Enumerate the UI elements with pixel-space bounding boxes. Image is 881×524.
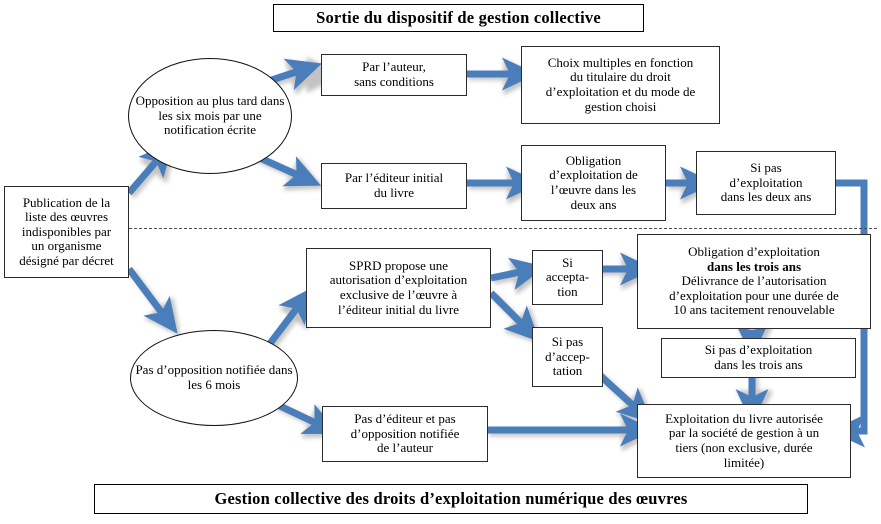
line: accepta- [545, 269, 590, 285]
line: liste des œuvres [24, 209, 109, 225]
line: Pas [135, 362, 154, 378]
line: d’opposition notifiée [350, 425, 460, 441]
line: indisponibles par [21, 223, 112, 239]
line: Exploitation du livre autorisée [665, 410, 823, 426]
node-choix-multiples[interactable]: Choix multiples en fonction du titulaire… [521, 46, 720, 124]
line: d’opposition [156, 362, 223, 378]
line: dans les deux ans [720, 189, 812, 205]
line: d’exploitation [729, 174, 803, 190]
line: gestion choisi [584, 98, 657, 114]
line: par la société de gestion à un [668, 425, 820, 441]
line: sans conditions [354, 74, 434, 89]
edge-sprd-to-si-acceptation [490, 257, 546, 290]
node-par-auteur[interactable]: Par l’auteur, sans conditions [321, 54, 467, 96]
node-par-editeur[interactable]: Par l’éditeur initial du livre [321, 163, 467, 209]
line: d’exploitation et du mode de [545, 84, 696, 99]
node-exploitation-tiers[interactable]: Exploitation du livre autorisée par la s… [637, 404, 851, 478]
line: un organisme [31, 238, 102, 254]
line: Si pas d’exploitation [704, 342, 813, 358]
node-si-pas-acceptation[interactable]: Si pas d’accep- tation [532, 327, 603, 387]
node-si-pas-exploitation-deux-ans[interactable]: Si pas d’exploitation dans les deux ans [696, 151, 836, 215]
line: du titulaire du droit [570, 69, 671, 85]
line: notifiée dans les [187, 362, 293, 392]
section-divider [4, 228, 877, 229]
line: du livre [373, 185, 415, 200]
edge-sprd-to-si-pas-acceptation [488, 290, 540, 342]
bottom-title-banner: Gestion collective des droits d’exploita… [94, 484, 808, 514]
node-si-pas-exploitation-trois-ans[interactable]: Si pas d’exploitation dans les trois ans [661, 338, 856, 378]
line: Obligation d’exploitation [688, 244, 820, 260]
node-obligation-deux-ans[interactable]: Obligation d’exploitation de l’œuvre dan… [521, 145, 666, 221]
node-obligation-trois-ans[interactable]: Obligation d’exploitation dans les trois… [637, 234, 871, 329]
line: Publication de la [22, 194, 111, 210]
line: Choix multiples en fonction [547, 54, 694, 70]
line-bold: dans les trois ans [706, 258, 802, 274]
line: tiers (non exclusive, durée [675, 440, 813, 455]
line: Si pas [750, 160, 782, 176]
line: l’éditeur initial du livre [338, 301, 459, 317]
line: désigné par décret [19, 252, 114, 268]
line: tation [552, 363, 583, 379]
node-pas-editeur[interactable]: Pas d’éditeur et pas d’opposition notifi… [322, 406, 488, 462]
node-opposition[interactable]: Opposition au plus tard dans les six moi… [128, 58, 292, 174]
line: Par l’auteur, [362, 59, 426, 75]
line: dans les trois ans [714, 357, 803, 372]
line: écrite [227, 122, 257, 138]
line: notification [163, 122, 224, 138]
node-publication[interactable]: Publication de la liste des œuvres indis… [4, 186, 129, 278]
line: plus tard dans les [158, 92, 285, 123]
node-si-acceptation[interactable]: Si accepta- tion [532, 250, 603, 305]
line: Opposition au [135, 92, 209, 108]
line: Délivrance de l’autorisation [681, 273, 827, 289]
node-sprd-propose[interactable]: SPRD propose une autorisation d’exploita… [306, 248, 491, 328]
line: 10 ans tacitement renouvelable [673, 302, 835, 318]
line: exclusive de l’œuvre à [339, 287, 458, 302]
line: d’accep- [545, 348, 590, 364]
edge-publication-to-pas-opposition [126, 266, 178, 334]
line: six mois par une [176, 107, 262, 123]
edge-publication-to-opposition [126, 141, 174, 196]
line: limitée) [723, 454, 765, 470]
line: de l’auteur [377, 440, 433, 456]
line: l’œuvre dans les [550, 182, 637, 197]
line: Par l’éditeur initial [344, 170, 444, 186]
line: 6 mois [205, 377, 241, 392]
line: Si [562, 254, 573, 270]
top-title-banner: Sortie du dispositif de gestion collecti… [273, 4, 644, 32]
line: d’exploitation pour une durée de [669, 287, 839, 303]
line: d’exploitation de [549, 167, 638, 183]
line: Pas d’éditeur et pas [354, 411, 456, 427]
line: Obligation [565, 152, 622, 168]
line: tion [557, 283, 578, 299]
line: autorisation d’exploitation [329, 272, 468, 288]
line: Si pas [551, 334, 584, 350]
line: deux ans [570, 196, 617, 212]
line: SPRD propose une [349, 257, 448, 273]
node-pas-opposition[interactable]: Pas d’opposition notifiée dans les 6 moi… [130, 330, 298, 426]
